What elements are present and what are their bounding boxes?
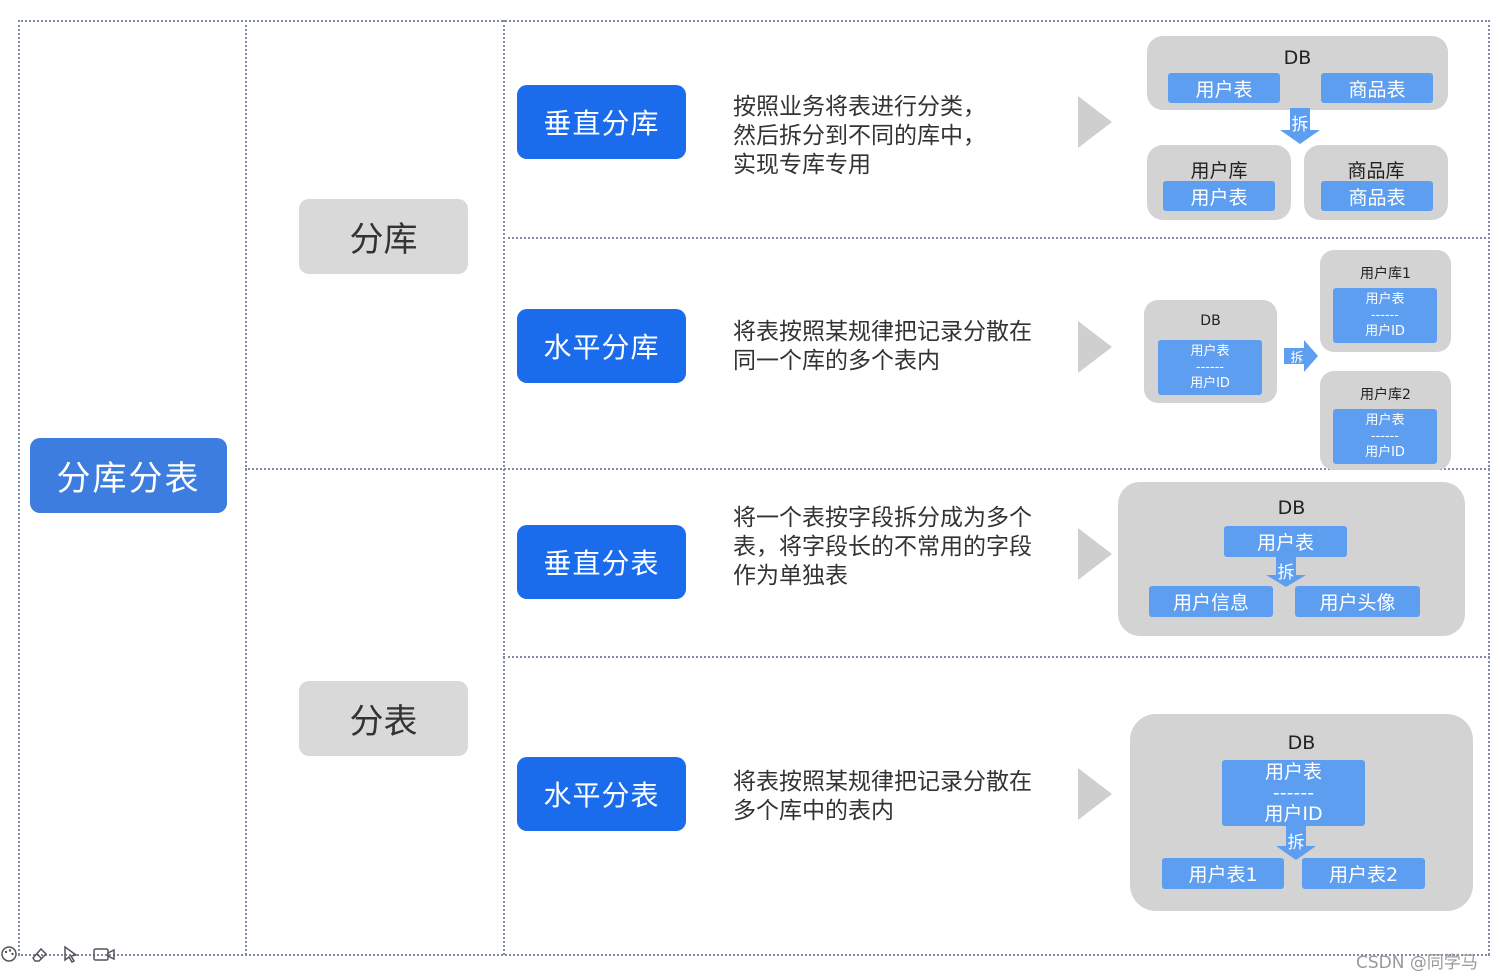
table-product: 商品表	[1321, 73, 1433, 103]
table-user: 用户表	[1168, 73, 1280, 103]
table-user-info: 用户信息	[1149, 586, 1273, 617]
palette-icon[interactable]	[0, 945, 18, 968]
divider: ------	[1195, 359, 1225, 375]
camera-icon[interactable]	[93, 946, 115, 967]
type-vertical-db: 垂直分库	[517, 85, 686, 159]
lib-user-label: 用户库	[1190, 160, 1248, 182]
db-label: DB	[1287, 732, 1316, 754]
table-name: 用户表	[1365, 291, 1405, 307]
grid-line	[503, 237, 1490, 239]
field-name: 用户ID	[1264, 802, 1323, 825]
lib1-table: 用户表 ------ 用户ID	[1333, 288, 1437, 343]
arrow-icon	[1078, 321, 1112, 373]
grid-line	[503, 656, 1490, 658]
table-user-avatar: 用户头像	[1295, 586, 1420, 617]
split-arrow: 拆	[1276, 826, 1316, 860]
table-user-2: 用户表2	[1302, 858, 1425, 889]
lib2-label: 用户库2	[1360, 387, 1411, 403]
grid-line	[245, 468, 1490, 470]
table-user: 用户表	[1224, 526, 1347, 557]
category-db: 分库	[299, 199, 468, 274]
db-label: DB	[1277, 497, 1306, 519]
split-label: 拆	[1287, 833, 1305, 853]
split-arrow: 拆	[1280, 108, 1320, 146]
lib-user-table: 用户表	[1163, 181, 1275, 211]
description: 将一个表按字段拆分成为多个 表，将字段长的不常用的字段 作为单独表	[733, 505, 1032, 589]
category-table: 分表	[299, 681, 468, 756]
description: 按照业务将表进行分类， 然后拆分到不同的库中， 实现专库专用	[733, 94, 986, 178]
divider: ------	[1370, 428, 1400, 444]
field-name: 用户ID	[1365, 323, 1405, 339]
split-arrow: 拆	[1266, 557, 1306, 587]
db-label: DB	[1200, 313, 1221, 329]
grid-line	[1488, 20, 1490, 955]
split-label: 拆	[1291, 115, 1309, 135]
divider: ------	[1370, 307, 1400, 323]
eraser-icon[interactable]	[30, 945, 50, 968]
lib2-table: 用户表 ------ 用户ID	[1333, 409, 1437, 464]
table-user: 用户表 ------ 用户ID	[1158, 340, 1262, 395]
table-name: 用户表	[1190, 343, 1230, 359]
arrow-icon	[1078, 768, 1112, 820]
pointer-icon[interactable]	[62, 945, 80, 968]
watermark: CSDN @同学马	[1356, 953, 1478, 973]
table-name: 用户表	[1365, 412, 1405, 428]
grid-line	[18, 20, 20, 955]
description: 将表按照某规律把记录分散在 同一个库的多个表内	[733, 319, 1032, 374]
lib1-label: 用户库1	[1360, 266, 1411, 282]
split-label: 拆	[1290, 351, 1304, 366]
grid-line	[245, 20, 247, 955]
type-vertical-table: 垂直分表	[517, 525, 686, 599]
type-horizontal-table: 水平分表	[517, 757, 686, 831]
arrow-icon	[1078, 528, 1112, 580]
root-node: 分库分表	[30, 438, 227, 513]
table-user: 用户表 ------ 用户ID	[1222, 760, 1365, 826]
lib-product-label: 商品库	[1347, 160, 1405, 182]
db-label: DB	[1283, 47, 1312, 69]
table-user-1: 用户表1	[1162, 858, 1284, 889]
field-name: 用户ID	[1190, 375, 1230, 391]
divider: ------	[1272, 781, 1315, 804]
grid-line	[503, 20, 505, 955]
grid-line	[18, 954, 1490, 956]
description: 将表按照某规律把记录分散在 多个库中的表内	[733, 769, 1032, 824]
split-arrow: 拆	[1284, 340, 1320, 372]
grid-line	[18, 20, 1490, 22]
type-horizontal-db: 水平分库	[517, 309, 686, 383]
lib-product-table: 商品表	[1321, 181, 1433, 211]
split-label: 拆	[1277, 563, 1295, 583]
field-name: 用户ID	[1365, 444, 1405, 460]
arrow-icon	[1078, 96, 1112, 148]
table-name: 用户表	[1264, 760, 1322, 783]
